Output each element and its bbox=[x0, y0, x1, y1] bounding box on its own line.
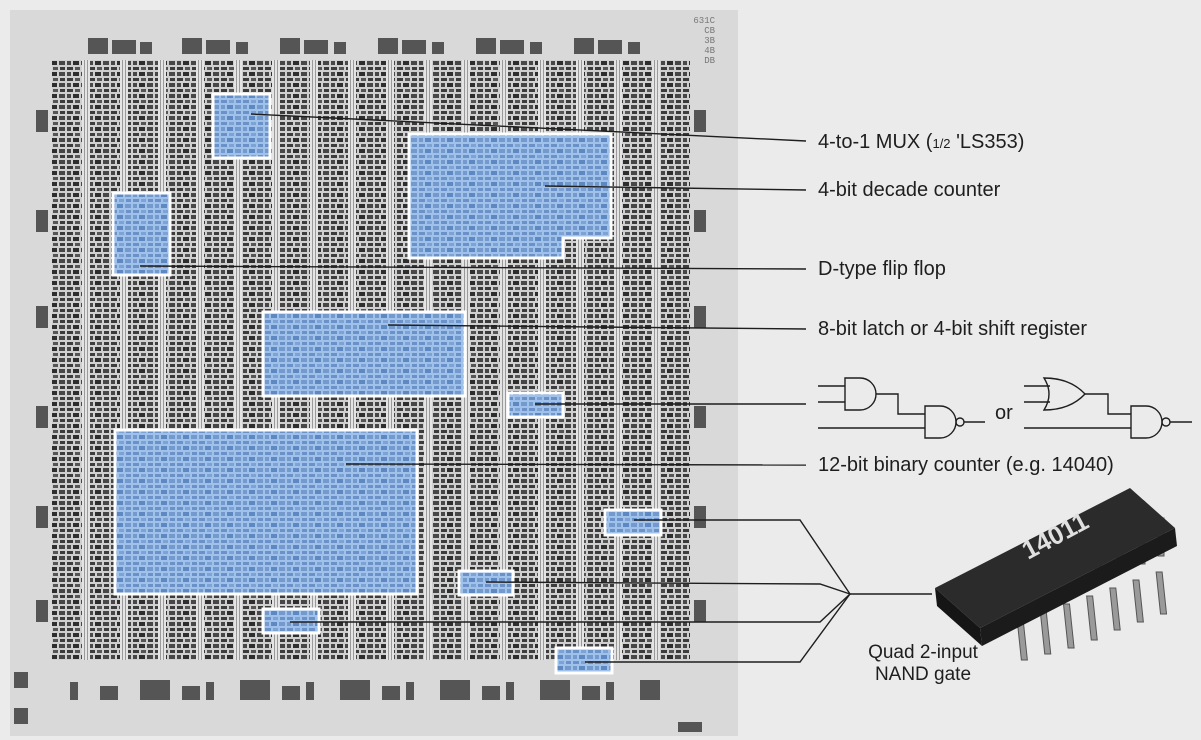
mux-fraction: 1/2 bbox=[932, 136, 950, 151]
highlight-flip-flop bbox=[113, 193, 170, 275]
nand-caption-line1: Quad 2-input bbox=[848, 642, 998, 664]
highlight-nand-1 bbox=[605, 510, 661, 535]
die-marking-line: 4B bbox=[685, 46, 715, 56]
die-marking-line: 3B bbox=[685, 36, 715, 46]
die-marking-line: DB bbox=[685, 56, 715, 66]
nand-caption-line2: NAND gate bbox=[848, 664, 998, 686]
die-marking-line: 631C bbox=[685, 16, 715, 26]
label-decade-counter: 4-bit decade counter bbox=[818, 178, 1000, 202]
nand-ic-package: 14011 bbox=[935, 488, 1177, 660]
highlight-mux bbox=[213, 94, 270, 158]
leader-binary-counter bbox=[346, 464, 806, 465]
die-marking-line: CB bbox=[685, 26, 715, 36]
and-nand-symbol bbox=[818, 378, 985, 438]
highlight-nand-4 bbox=[556, 648, 612, 673]
label-mux: 4-to-1 MUX (1/2 'LS353) bbox=[818, 130, 1024, 156]
highlight-binary-counter bbox=[115, 430, 417, 594]
highlight-gate-pair bbox=[508, 393, 563, 417]
highlight-nand-3 bbox=[263, 609, 319, 633]
label-nand-gate: Quad 2-input NAND gate bbox=[848, 642, 998, 686]
highlight-decade-counter bbox=[409, 134, 611, 258]
label-flip-flop: D-type flip flop bbox=[818, 257, 946, 281]
highlight-latch bbox=[263, 312, 465, 396]
highlight-nand-2 bbox=[459, 571, 513, 595]
label-or: or bbox=[995, 402, 1013, 425]
label-binary-counter: 12-bit binary counter (e.g. 14040) bbox=[818, 453, 1114, 477]
die-marking: 631C CB 3B 4B DB bbox=[685, 16, 715, 66]
or-nand-symbol bbox=[1024, 378, 1192, 438]
label-latch: 8-bit latch or 4-bit shift register bbox=[818, 317, 1087, 341]
